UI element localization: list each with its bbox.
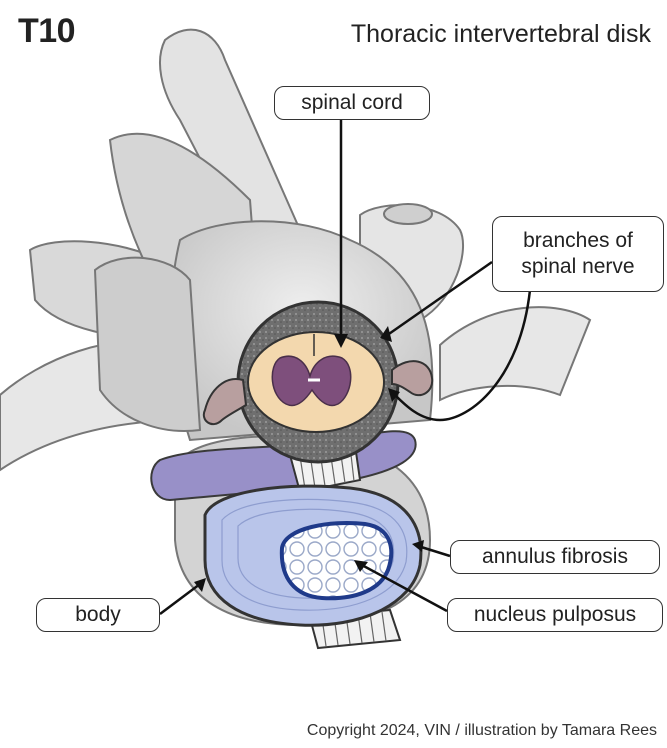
callout-branches-of-spinal-nerve: branches of spinal nerve <box>492 216 664 292</box>
arrowhead-body <box>194 578 206 592</box>
callout-body: body <box>36 598 160 632</box>
nucleus-pulposus <box>279 521 394 601</box>
arrowhead-nucleus <box>354 560 368 572</box>
leader-body <box>159 583 201 615</box>
arrowhead-branches-lower <box>388 388 400 402</box>
arrowhead-spinal-cord <box>334 334 348 348</box>
arrowhead-branches-upper <box>380 326 392 342</box>
spinal-nerve-left <box>202 378 248 426</box>
spinal-nerve-right <box>391 360 434 397</box>
diagram-title: Thoracic intervertebral disk <box>350 20 651 48</box>
copyright-footer: Copyright 2024, VIN / illustration by Ta… <box>306 722 657 739</box>
annulus-rings <box>221 498 408 611</box>
leader-nucleus <box>359 562 448 613</box>
pedicle-left <box>93 256 202 432</box>
leader-arrowheads <box>194 326 424 592</box>
vertebra-level-label: T10 <box>18 12 76 50</box>
arrowhead-annulus <box>412 540 424 552</box>
callout-annulus-fibrosis: annulus fibrosis <box>450 540 660 574</box>
leader-lines <box>159 118 532 615</box>
leader-annulus <box>417 544 451 558</box>
leader-branches-upper <box>385 260 493 338</box>
callout-spinal-cord: spinal cord <box>274 86 430 120</box>
articular-facet-right <box>383 203 433 225</box>
leader-branches-lower <box>394 289 532 422</box>
callout-nucleus-pulposus: nucleus pulposus <box>447 598 663 632</box>
